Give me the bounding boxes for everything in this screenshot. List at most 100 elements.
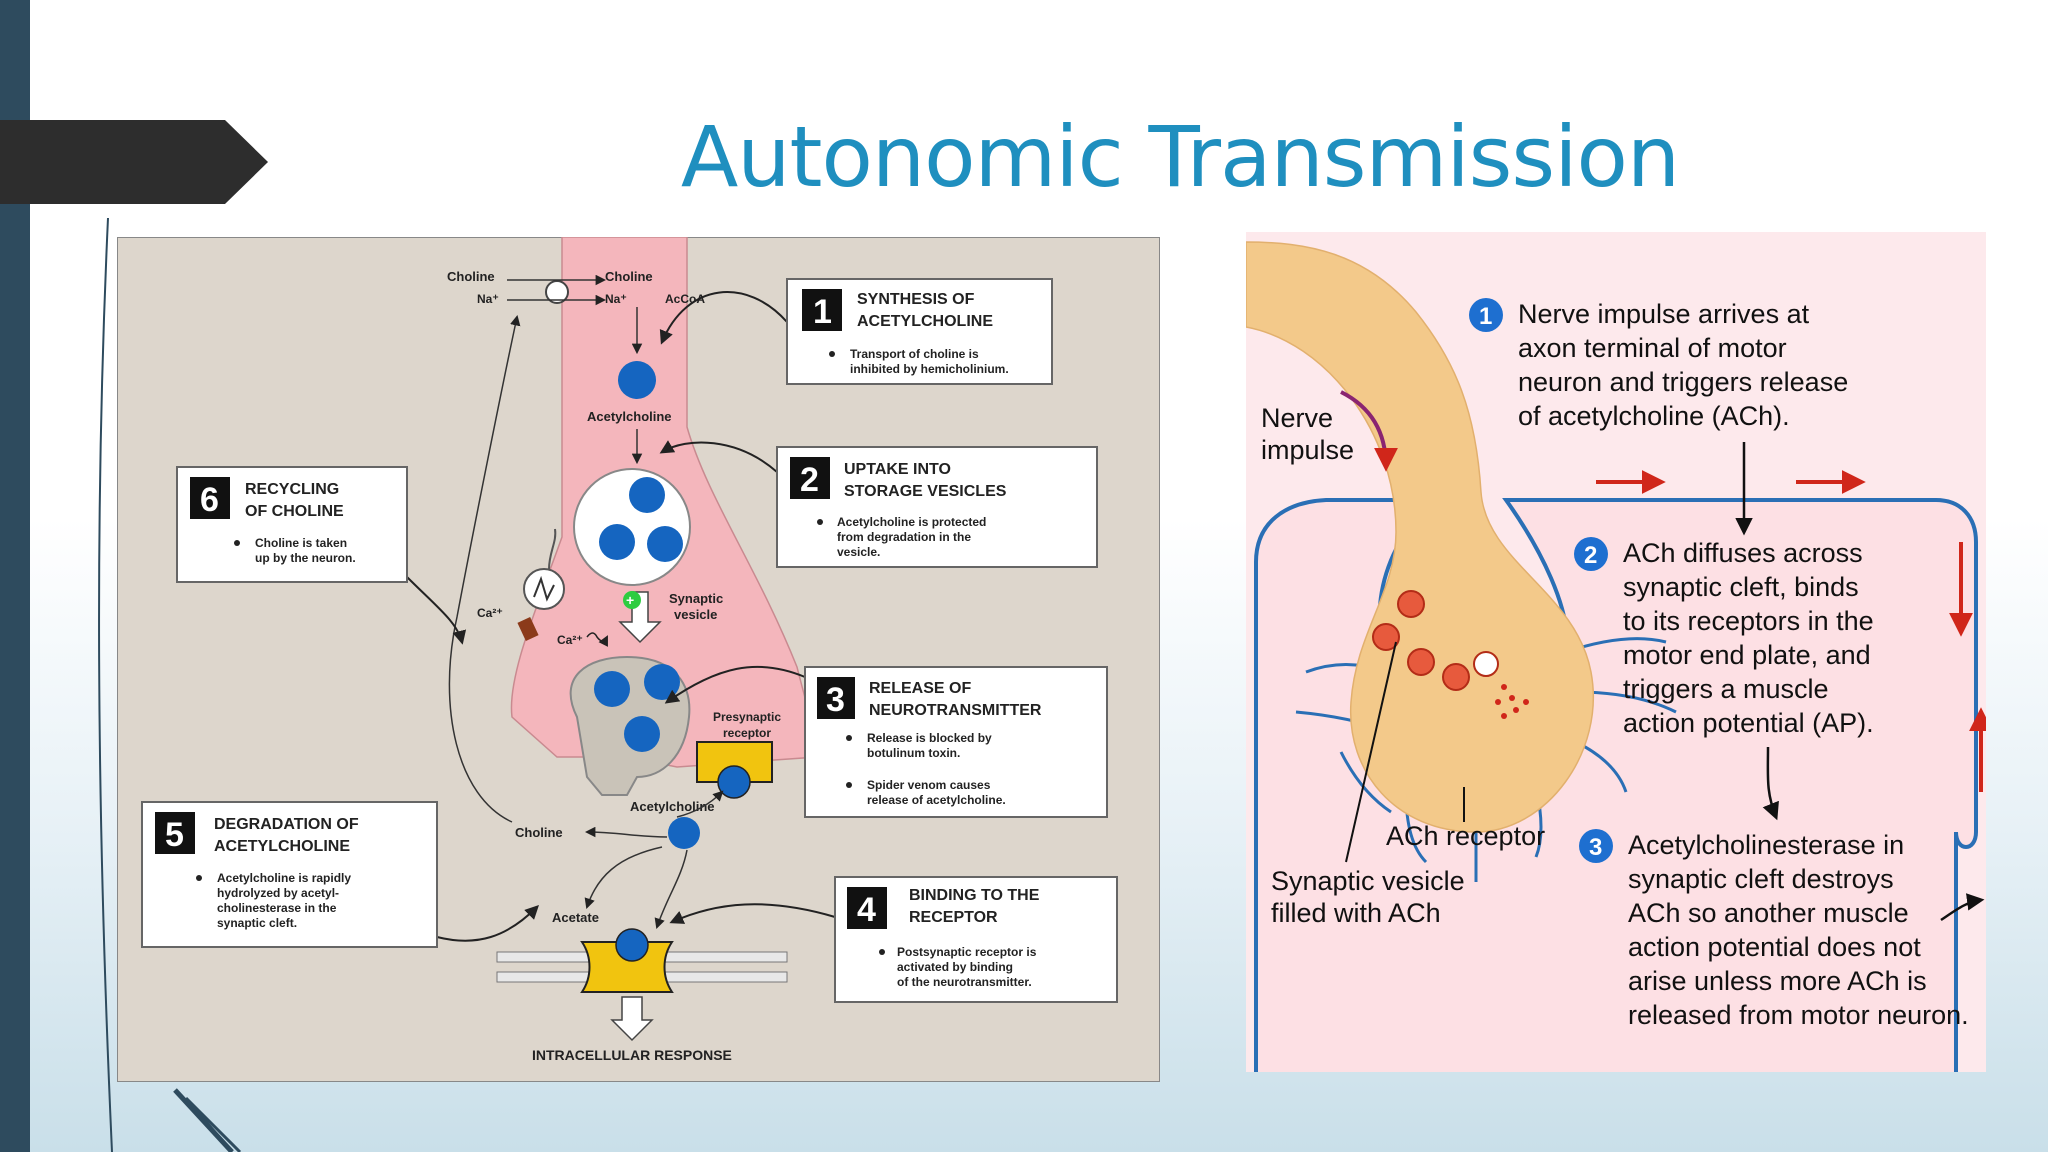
- step-3-bullet-1: Release is blocked by: [867, 731, 992, 745]
- title-arrow-tab: [0, 120, 268, 204]
- step-5-title-2: ACETYLCHOLINE: [214, 838, 350, 855]
- label-nerve-2: impulse: [1261, 435, 1354, 465]
- calcium-channel-icon: [517, 616, 539, 642]
- cholinergic-transmission-diagram: Choline Na⁺ Choline Na⁺ AcCoA Acetylchol…: [117, 237, 1160, 1082]
- label-ca-2: Ca²⁺: [557, 633, 583, 647]
- svg-text:Nerve impulse arrives at: Nerve impulse arrives at: [1518, 299, 1810, 329]
- step-box-binding: 4 BINDING TO THE RECEPTOR Postsynaptic r…: [669, 876, 1118, 1003]
- svg-text:triggers a muscle: triggers a muscle: [1623, 674, 1829, 704]
- step-3-text: 3 Acetylcholinesterase in synaptic cleft…: [1579, 829, 1969, 1030]
- svg-text:of acetylcholine (ACh).: of acetylcholine (ACh).: [1518, 401, 1790, 431]
- svg-text:to its receptors in the: to its receptors in the: [1623, 606, 1874, 636]
- label-nerve-1: Nerve: [1261, 403, 1333, 433]
- step-box-uptake: 2 UPTAKE INTO STORAGE VESICLES Acetylcho…: [659, 440, 1098, 568]
- acetylcholine-molecule: [618, 361, 656, 399]
- label-acetylcholine-2: Acetylcholine: [630, 799, 715, 814]
- step-5-title-1: DEGRADATION OF: [214, 816, 359, 833]
- nerve-impulse-arrow: [1340, 390, 1398, 472]
- label-choline-top: Choline: [605, 269, 653, 284]
- svg-text:synaptic cleft, binds: synaptic cleft, binds: [1623, 572, 1859, 602]
- plus-icon: [623, 591, 641, 609]
- svg-text:axon terminal of motor: axon terminal of motor: [1518, 333, 1787, 363]
- step-1-title-2: ACETYLCHOLINE: [857, 313, 993, 330]
- decorative-lines: [98, 217, 242, 1152]
- step-1-text: 1 Nerve impulse arrives at axon terminal…: [1469, 298, 1848, 431]
- label-intracellular-response: INTRACELLULAR RESPONSE: [532, 1047, 732, 1063]
- label-presynaptic-2: receptor: [723, 726, 771, 740]
- step-6-number: 6: [200, 481, 219, 519]
- step-2-bullet-1: Acetylcholine is protected: [837, 515, 986, 529]
- step-box-release: 3 RELEASE OF NEUROTRANSMITTER Release is…: [664, 665, 1108, 818]
- step-box-recycling: 6 RECYCLING OF CHOLINE Choline is taken …: [176, 466, 467, 645]
- step-5-bullet-2: hydrolyzed by acetyl-: [217, 886, 339, 900]
- step-4-number: 4: [857, 891, 876, 929]
- synaptic-vesicles: [1372, 590, 1499, 691]
- step-3-title-1: RELEASE OF: [869, 680, 971, 697]
- step-6-title-2: OF CHOLINE: [245, 503, 344, 520]
- step-box-degradation: 5 DEGRADATION OF ACETYLCHOLINE Acetylcho…: [141, 801, 539, 948]
- step-3-bullet-4: release of acetylcholine.: [867, 793, 1006, 807]
- step-2-bullet-3: vesicle.: [837, 545, 880, 559]
- step-3-title-2: NEUROTRANSMITTER: [869, 702, 1042, 719]
- label-choline-bottom: Choline: [515, 825, 563, 840]
- label-ach-receptor: ACh receptor: [1386, 821, 1545, 851]
- step-1-bullet-1: Transport of choline is: [850, 347, 979, 361]
- label-synaptic-1: Synaptic: [669, 591, 723, 606]
- step-1-title-1: SYNTHESIS OF: [857, 291, 975, 308]
- step-2-badge: 2: [1584, 542, 1597, 569]
- label-synaptic-2: vesicle: [674, 607, 717, 622]
- label-acetate: Acetate: [552, 910, 599, 925]
- label-accoa: AcCoA: [665, 292, 705, 306]
- step-4-bullet-1: Postsynaptic receptor is: [897, 945, 1037, 959]
- step-1-badge: 1: [1479, 303, 1492, 330]
- svg-text:ACh diffuses across: ACh diffuses across: [1623, 538, 1863, 568]
- step-1-number: 1: [813, 293, 832, 331]
- svg-text:action potential does not: action potential does not: [1628, 932, 1921, 962]
- label-na-top: Na⁺: [605, 292, 627, 306]
- label-ca-1: Ca²⁺: [477, 606, 503, 620]
- label-presynaptic-1: Presynaptic: [713, 710, 781, 724]
- step-2-number: 2: [800, 461, 819, 499]
- step-5-bullet-4: synaptic cleft.: [217, 916, 297, 930]
- label-acetylcholine-1: Acetylcholine: [587, 409, 672, 424]
- choline-transporter-icon: [545, 280, 569, 304]
- label-choline-in: Choline: [447, 269, 495, 284]
- step-3-number: 3: [826, 681, 845, 719]
- step-2-title-2: STORAGE VESICLES: [844, 483, 1007, 500]
- label-na-in: Na⁺: [477, 292, 499, 306]
- step-4-title-2: RECEPTOR: [909, 909, 998, 926]
- step-3-bullet-3: Spider venom causes: [867, 778, 991, 792]
- svg-text:ACh so another muscle: ACh so another muscle: [1628, 898, 1909, 928]
- step-5-bullet-3: cholinesterase in the: [217, 901, 337, 915]
- step-6-bullet-2: up by the neuron.: [255, 551, 356, 565]
- step-4-title-1: BINDING TO THE: [909, 887, 1040, 904]
- step-2-title-1: UPTAKE INTO: [844, 461, 951, 478]
- label-vesicle-1: Synaptic vesicle: [1271, 866, 1465, 896]
- slide-title: Autonomic Transmission: [680, 108, 1680, 206]
- cleft-acetylcholine: [668, 817, 700, 849]
- step-2-bullet-2: from degradation in the: [837, 530, 971, 544]
- step-6-bullet-1: Choline is taken: [255, 536, 347, 550]
- label-vesicle-2: filled with ACh: [1271, 898, 1441, 928]
- step-1-bullet-2: inhibited by hemicholinium.: [850, 362, 1009, 376]
- ach-molecules: [1495, 684, 1529, 719]
- svg-text:synaptic cleft destroys: synaptic cleft destroys: [1628, 864, 1894, 894]
- svg-text:neuron and triggers release: neuron and triggers release: [1518, 367, 1848, 397]
- postsynaptic-receptor-icon: [580, 941, 674, 993]
- step-box-synthesis: 1 SYNTHESIS OF ACETYLCHOLINE Transport o…: [659, 278, 1053, 385]
- step-5-bullet-1: Acetylcholine is rapidly: [217, 871, 351, 885]
- step-4-bullet-3: of the neurotransmitter.: [897, 975, 1032, 989]
- svg-text:+: +: [626, 592, 634, 608]
- step-3-badge: 3: [1589, 834, 1602, 861]
- axon-terminal: [1246, 241, 1594, 833]
- step-6-title-1: RECYCLING: [245, 481, 339, 498]
- svg-text:released from motor neuron.: released from motor neuron.: [1628, 1000, 1969, 1030]
- step-2-text: 2 ACh diffuses across synaptic cleft, bi…: [1574, 537, 1874, 738]
- svg-text:arise unless more ACh is: arise unless more ACh is: [1628, 966, 1927, 996]
- step-5-number: 5: [165, 816, 184, 854]
- vesicle-pointer: [1345, 641, 1397, 863]
- step-4-bullet-2: activated by binding: [897, 960, 1013, 974]
- svg-text:action potential (AP).: action potential (AP).: [1623, 708, 1874, 738]
- step-3-bullet-2: botulinum toxin.: [867, 746, 960, 760]
- neuromuscular-junction-diagram: Nerve impulse ACh receptor Synaptic vesi…: [1246, 232, 1986, 1072]
